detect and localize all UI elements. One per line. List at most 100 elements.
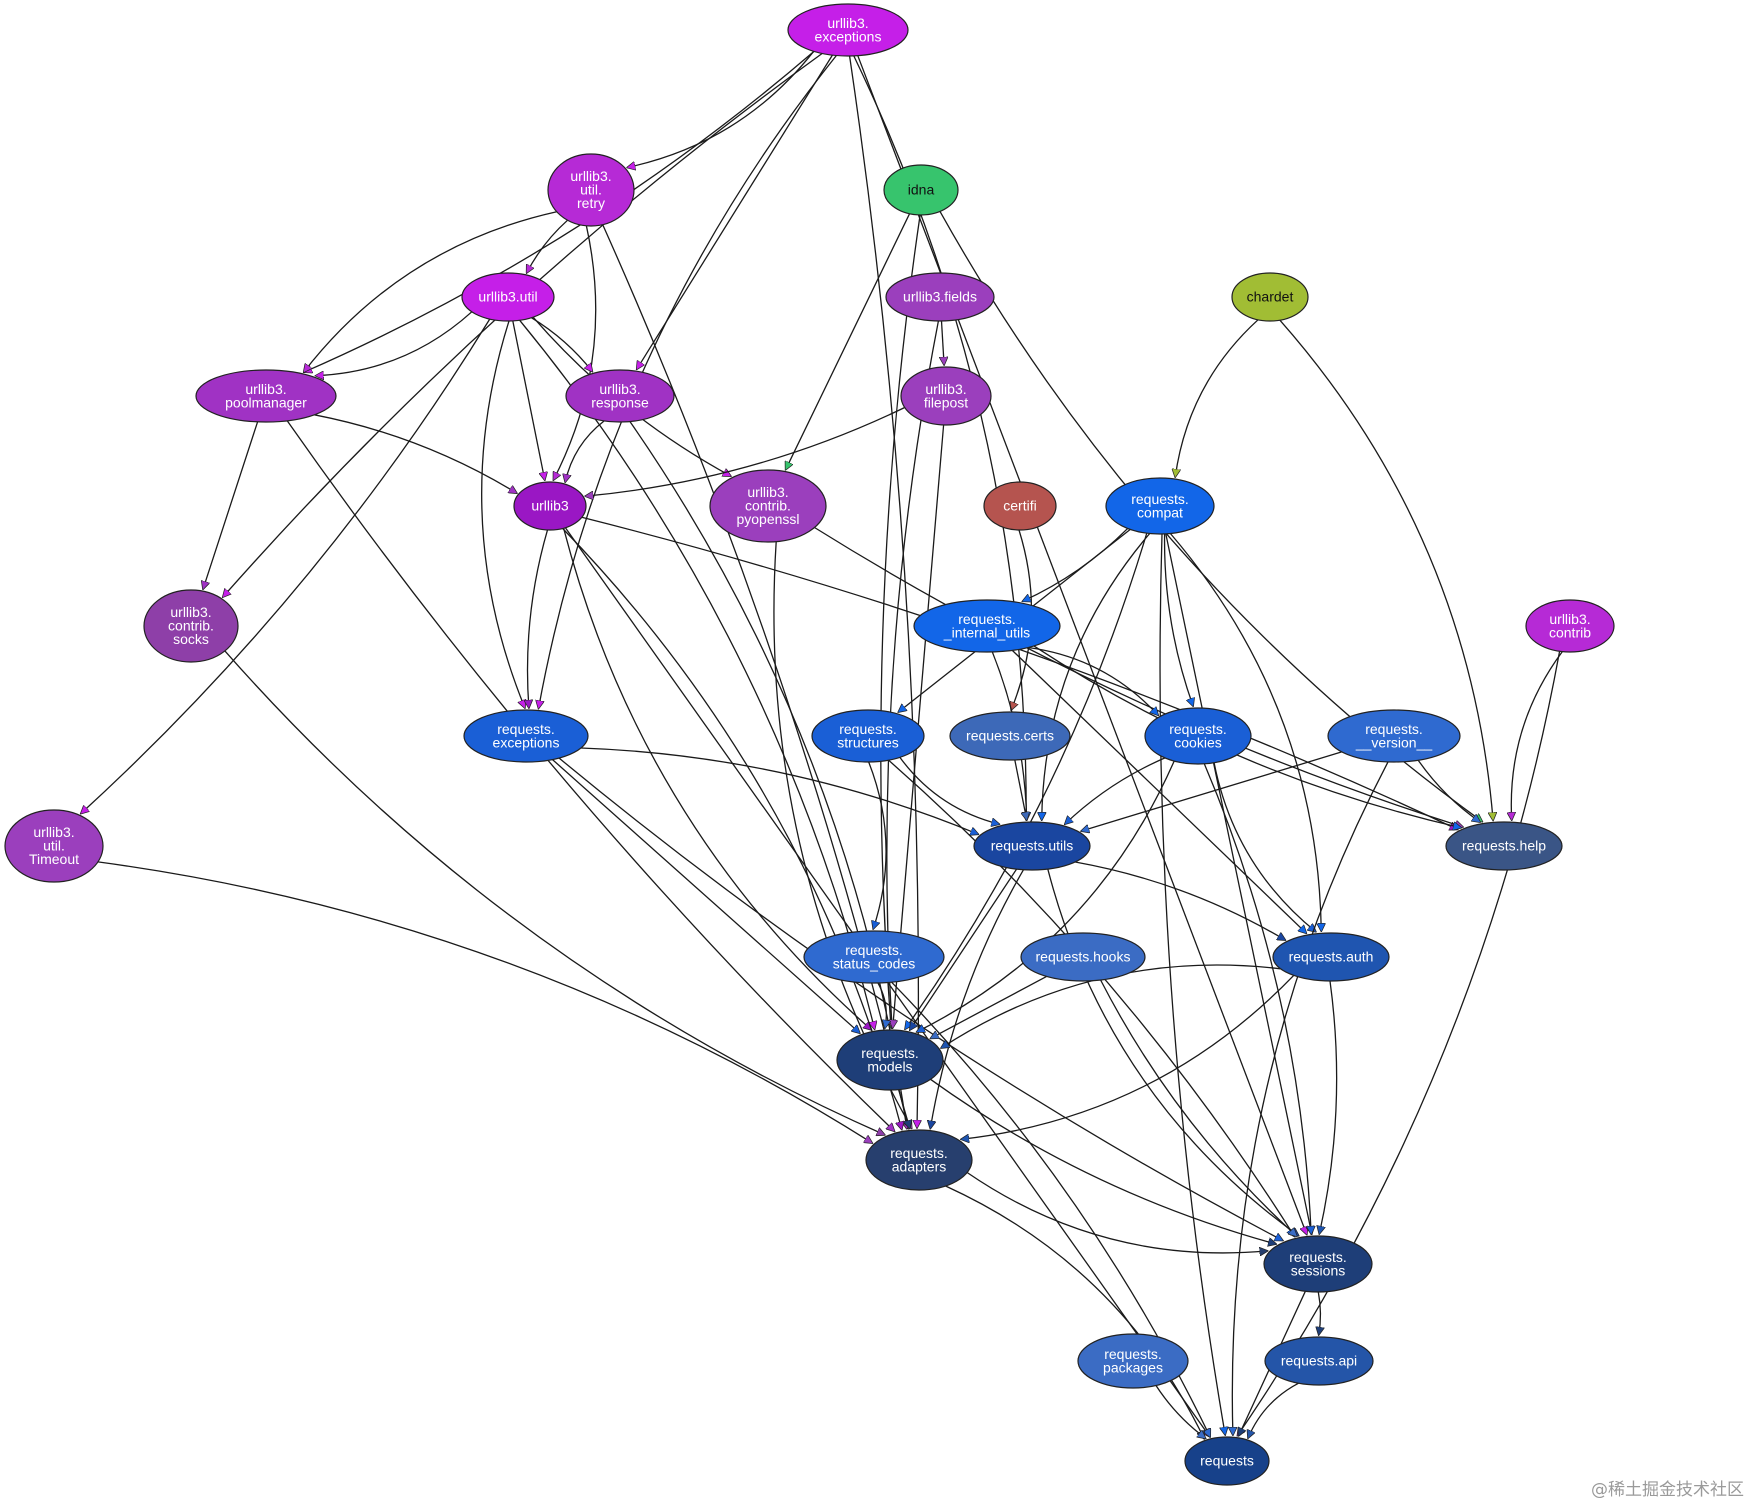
node-label: status_codes bbox=[833, 955, 916, 971]
edge-urllib3-filepost-to-urllib3 bbox=[585, 406, 905, 497]
node-label: requests. bbox=[958, 611, 1016, 627]
node-ellipse bbox=[1264, 1336, 1374, 1386]
node-label: exceptions bbox=[815, 28, 882, 44]
node-label: requests.hooks bbox=[1036, 949, 1131, 965]
node-label: urllib3.fields bbox=[903, 289, 977, 305]
node-label: certifi bbox=[1003, 498, 1036, 514]
node-label: contrib. bbox=[745, 498, 791, 514]
node-ellipse bbox=[1263, 1235, 1373, 1293]
node-label: retry bbox=[577, 195, 605, 211]
node-label: response bbox=[591, 394, 649, 410]
node-ellipse bbox=[565, 369, 675, 423]
edge-requests-models-to-requests-sessions bbox=[930, 1078, 1277, 1244]
edge-requests-internal-utils-to-requests-help bbox=[1033, 645, 1461, 828]
node-ellipse bbox=[4, 809, 104, 883]
node-requests-models: requests.models bbox=[836, 1029, 944, 1091]
edge-requests-exceptions-to-requests-models bbox=[551, 759, 860, 1034]
node-requests-certs: requests.certs bbox=[949, 711, 1071, 761]
node-label: contrib. bbox=[168, 618, 214, 634]
edge-requests-structures-to-requests-status-codes bbox=[868, 761, 887, 929]
node-label: poolmanager bbox=[225, 394, 307, 410]
edge-urllib3-exceptions-to-requests-utils bbox=[853, 55, 1026, 820]
edge-urllib3-contrib-pyopenssl-to-requests-help bbox=[814, 526, 1464, 828]
node-ellipse bbox=[1105, 477, 1215, 535]
node-label: compat bbox=[1137, 504, 1183, 520]
node-label: requests.utils bbox=[991, 838, 1073, 854]
node-ellipse bbox=[949, 711, 1071, 761]
edge-requests-utils-to-requests-models bbox=[910, 868, 1018, 1030]
edge-urllib3-contrib-to-requests bbox=[1237, 651, 1561, 1435]
node-label: util. bbox=[580, 182, 602, 198]
edge-requests-cookies-to-requests-sessions bbox=[1203, 763, 1311, 1234]
node-ellipse bbox=[983, 481, 1057, 531]
node-urllib3-contrib: urllib3.contrib bbox=[1525, 599, 1615, 653]
node-ellipse bbox=[143, 589, 239, 663]
node-label: requests. bbox=[1131, 491, 1189, 507]
node-label: requests.api bbox=[1281, 1353, 1357, 1369]
node-ellipse bbox=[709, 469, 827, 543]
edge-requests-structures-to-requests-utils bbox=[899, 757, 1000, 824]
node-label: requests.help bbox=[1462, 838, 1546, 854]
edge-urllib3-contrib-socks-to-requests-adapters bbox=[224, 650, 885, 1135]
node-label: urllib3. bbox=[170, 604, 211, 620]
node-urllib3-exceptions: urllib3.exceptions bbox=[787, 3, 909, 57]
edge-requests-utils-to-requests-adapters bbox=[930, 869, 1025, 1129]
node-label: __version__ bbox=[1355, 734, 1432, 750]
edge-requests-compat-to-requests-utils bbox=[1042, 533, 1151, 821]
edge-requests-hooks-to-requests-models bbox=[931, 975, 1047, 1038]
node-requests-utils: requests.utils bbox=[973, 821, 1091, 871]
watermark: @稀土掘金技术社区 bbox=[1591, 1480, 1744, 1500]
node-requests-structures: requests.structures bbox=[811, 709, 925, 763]
node-urllib3-fields: urllib3.fields bbox=[885, 272, 995, 322]
edge-urllib3-exceptions-to-urllib3-poolmanager bbox=[304, 50, 815, 372]
edge-urllib3-util-retry-to-urllib3-poolmanager bbox=[304, 211, 557, 372]
node-label: requests. bbox=[1289, 1249, 1347, 1265]
edge-requests-adapters-to-requests bbox=[945, 1185, 1205, 1439]
node-ellipse bbox=[1077, 1333, 1189, 1389]
edge-urllib3-util-to-urllib3 bbox=[512, 320, 545, 480]
edge-urllib3-exceptions-to-requests-sessions bbox=[857, 55, 1307, 1235]
node-ellipse bbox=[463, 709, 589, 763]
node-label: chardet bbox=[1247, 289, 1294, 305]
node-ellipse bbox=[883, 164, 959, 216]
node-urllib3-util-timeout: urllib3.util.Timeout bbox=[4, 809, 104, 883]
node-label: requests. bbox=[1169, 721, 1227, 737]
edge-requests-certs-to-requests-utils bbox=[1014, 759, 1027, 820]
node-ellipse bbox=[1272, 932, 1390, 982]
node-ellipse bbox=[913, 599, 1061, 653]
edge-requests-exceptions-to-requests-utils bbox=[580, 747, 978, 834]
node-ellipse bbox=[811, 709, 925, 763]
node-label: _internal_utils bbox=[943, 624, 1030, 640]
edge-urllib3-util-retry-to-requests-adapters bbox=[602, 224, 909, 1129]
node-label: urllib3. bbox=[747, 484, 788, 500]
node-ellipse bbox=[900, 366, 992, 426]
node-label: requests. bbox=[890, 1145, 948, 1161]
node-requests-exceptions: requests.exceptions bbox=[463, 709, 589, 763]
node-urllib3-util: urllib3.util bbox=[461, 272, 555, 322]
edge-idna-to-requests-models bbox=[880, 214, 921, 1028]
node-ellipse bbox=[461, 272, 555, 322]
node-label: requests. bbox=[845, 942, 903, 958]
edge-requests-cookies-to-requests-models bbox=[917, 760, 1175, 1032]
edge-requests-version-to-requests-utils bbox=[1081, 751, 1342, 831]
node-requests-hooks: requests.hooks bbox=[1020, 932, 1146, 982]
node-label: structures bbox=[837, 734, 898, 750]
node-label: urllib3. bbox=[599, 381, 640, 397]
edge-urllib3-util-retry-to-urllib3-util bbox=[527, 219, 569, 273]
edge-chardet-to-requests-compat bbox=[1175, 319, 1259, 477]
edge-requests-sessions-to-requests-api bbox=[1318, 1291, 1320, 1335]
node-label: requests.certs bbox=[966, 728, 1054, 744]
edge-requests-compat-to-requests-internal-utils bbox=[1023, 527, 1129, 601]
edge-urllib3-exceptions-to-urllib3-response bbox=[637, 54, 833, 369]
node-ellipse bbox=[1445, 821, 1563, 871]
edge-requests-utils-to-requests-auth bbox=[1075, 861, 1285, 940]
node-certifi: certifi bbox=[983, 481, 1057, 531]
node-requests-help: requests.help bbox=[1445, 821, 1563, 871]
node-urllib3-contrib-pyopenssl: urllib3.contrib.pyopenssl bbox=[709, 469, 827, 543]
node-label: util. bbox=[43, 838, 65, 854]
edge-urllib3-fields-to-urllib3-filepost bbox=[942, 320, 945, 365]
edge-urllib3-poolmanager-to-urllib3-contrib-socks bbox=[203, 421, 259, 589]
edge-urllib3-to-requests-exceptions bbox=[527, 529, 549, 708]
node-requests: requests bbox=[1184, 1436, 1270, 1486]
